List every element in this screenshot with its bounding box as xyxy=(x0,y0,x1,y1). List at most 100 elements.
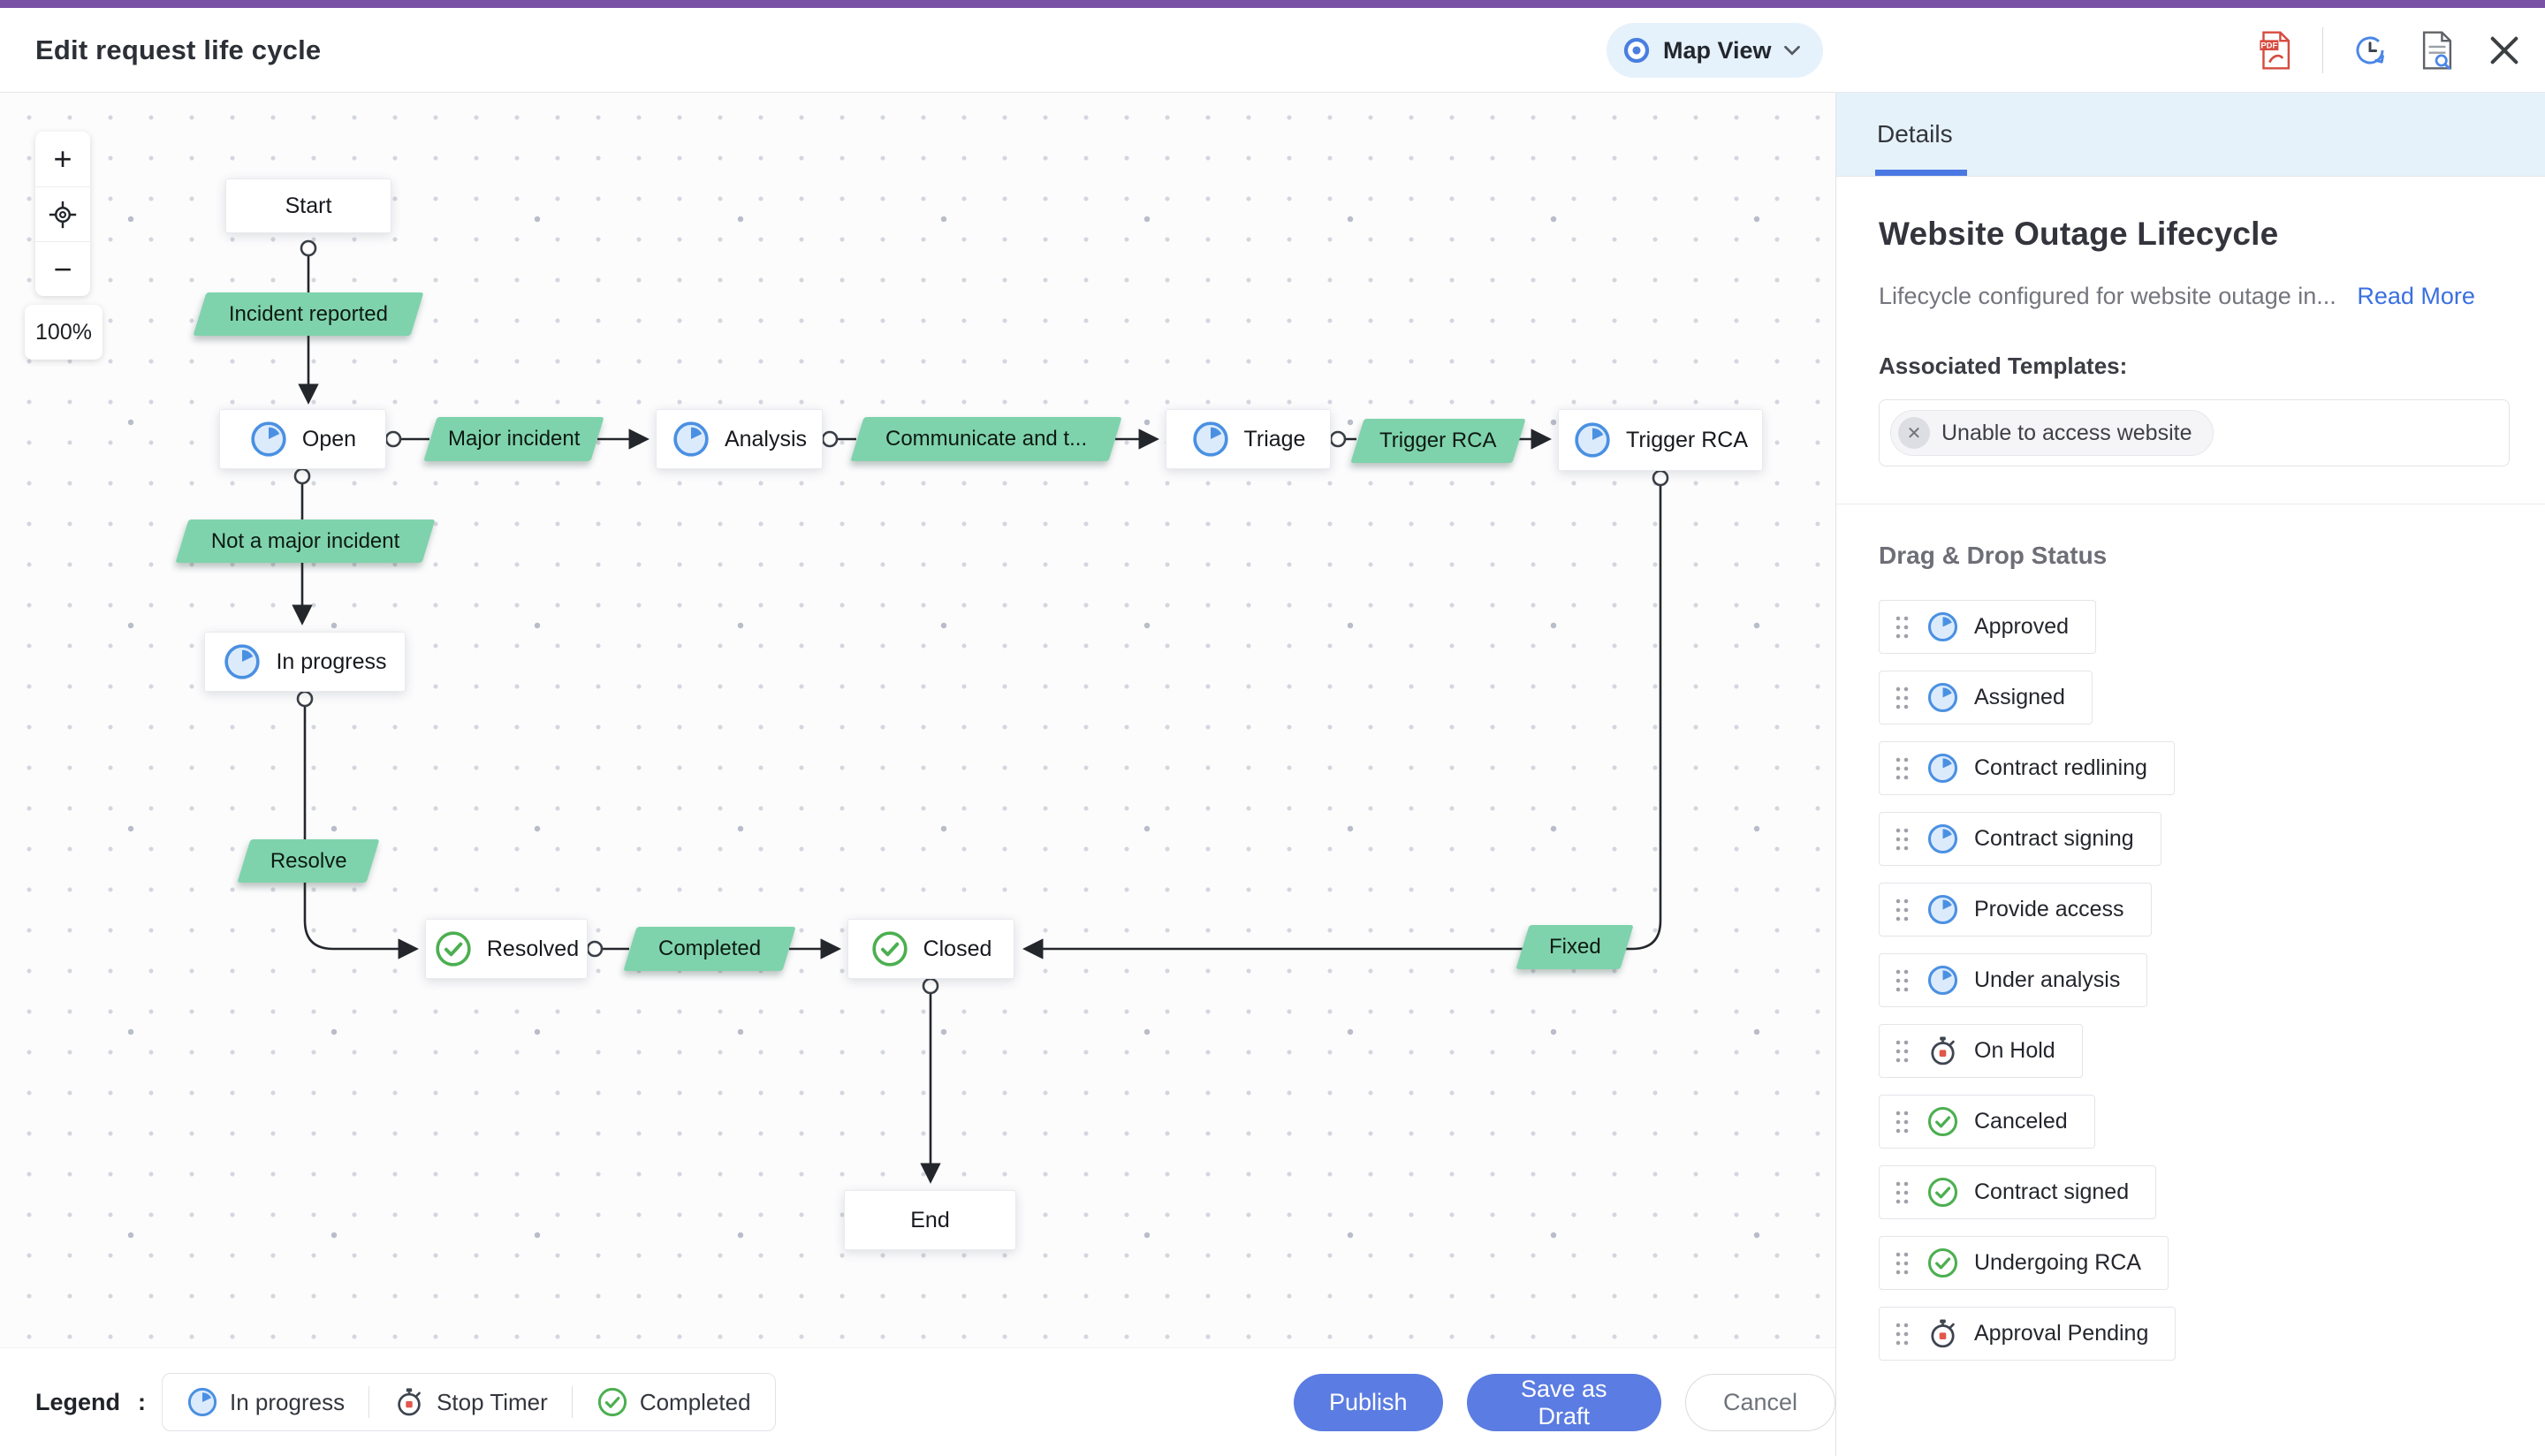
drag-handle-icon[interactable] xyxy=(1894,967,1911,994)
status-item-under-analysis[interactable]: Under analysis xyxy=(1879,953,2148,1007)
status-item-contract-signed[interactable]: Contract signed xyxy=(1879,1165,2157,1219)
flow-canvas[interactable]: Start Open Analysis Triage Trigger RCA xyxy=(0,93,1835,1347)
node-label: Start xyxy=(285,193,332,218)
flow-node-open[interactable]: Open xyxy=(219,409,386,469)
close-icon[interactable] xyxy=(2484,30,2525,71)
status-item-contract-signing[interactable]: Contract signing xyxy=(1879,812,2161,866)
associated-templates-box[interactable]: ✕ Unable to access website xyxy=(1879,399,2510,466)
map-view-label: Map View xyxy=(1663,36,1772,64)
eye-icon xyxy=(1623,37,1650,64)
status-item-contract-redlining[interactable]: Contract redlining xyxy=(1879,741,2175,795)
transition-communicate[interactable]: Communicate and t... xyxy=(850,417,1122,461)
footer-actions: Publish Save as Draft Cancel xyxy=(1294,1374,1835,1431)
in-progress-pie-icon xyxy=(1926,681,1959,714)
legend-item-in-progress: In progress xyxy=(163,1386,368,1418)
map-view-selector[interactable]: Map View xyxy=(1607,23,1823,78)
recenter-button[interactable] xyxy=(35,186,90,241)
in-progress-pie-icon xyxy=(1926,610,1959,643)
drag-handle-icon[interactable] xyxy=(1894,755,1911,782)
lifecycle-title: Website Outage Lifecycle xyxy=(1879,216,2279,252)
node-label: Resolved xyxy=(486,936,580,961)
drag-handle-icon[interactable] xyxy=(1894,897,1911,923)
associated-templates-label: Associated Templates: xyxy=(1879,353,2128,379)
document-search-icon[interactable] xyxy=(2417,30,2458,71)
in-progress-pie-icon xyxy=(672,420,710,459)
flow-connectors xyxy=(292,239,1669,1184)
in-progress-pie-icon xyxy=(186,1386,218,1418)
zoom-controls: + − xyxy=(35,132,90,296)
bottom-bar: Legend : In progress Stop Timer xyxy=(0,1347,1835,1456)
brand-accent-strip xyxy=(0,0,2545,8)
drag-handle-icon[interactable] xyxy=(1894,1109,1911,1135)
drag-handle-icon[interactable] xyxy=(1894,826,1911,853)
drag-handle-icon[interactable] xyxy=(1894,1179,1911,1206)
completed-check-icon xyxy=(1926,1105,1959,1138)
drag-drop-status-heading: Drag & Drop Status xyxy=(1879,542,2108,569)
template-chip[interactable]: ✕ Unable to access website xyxy=(1890,410,2215,456)
drag-handle-icon[interactable] xyxy=(1894,1250,1911,1277)
flow-node-triage[interactable]: Triage xyxy=(1166,409,1331,469)
cancel-button[interactable]: Cancel xyxy=(1684,1374,1835,1431)
status-item-canceled[interactable]: Canceled xyxy=(1879,1095,2095,1149)
status-item-assigned[interactable]: Assigned xyxy=(1879,671,2093,724)
legend-item-completed: Completed xyxy=(571,1386,775,1418)
tab-details[interactable]: Details xyxy=(1875,93,1967,176)
transition-major-incident[interactable]: Major incident xyxy=(423,417,604,461)
pdf-export-icon[interactable]: PDF xyxy=(2255,30,2296,71)
drag-handle-icon[interactable] xyxy=(1894,1321,1911,1347)
flow-node-closed[interactable]: Closed xyxy=(847,919,1014,979)
drag-handle-icon[interactable] xyxy=(1894,685,1911,711)
stop-timer-icon xyxy=(1926,1317,1959,1350)
legend: Legend : In progress Stop Timer xyxy=(35,1373,776,1431)
publish-button[interactable]: Publish xyxy=(1294,1374,1443,1431)
in-progress-pie-icon xyxy=(1926,964,1959,997)
transition-completed[interactable]: Completed xyxy=(623,927,796,971)
in-progress-pie-icon xyxy=(1926,823,1959,855)
zoom-in-button[interactable]: + xyxy=(53,140,72,177)
flow-node-analysis[interactable]: Analysis xyxy=(656,409,823,469)
stop-timer-icon xyxy=(1926,1035,1959,1067)
stop-timer-icon xyxy=(393,1386,425,1418)
drag-handle-icon[interactable] xyxy=(1894,614,1911,641)
drag-handle-icon[interactable] xyxy=(1894,1038,1911,1065)
chevron-down-icon xyxy=(1783,45,1800,56)
history-icon[interactable] xyxy=(2350,30,2390,71)
node-label: Triage xyxy=(1243,426,1306,451)
flow-node-trigger-rca[interactable]: Trigger RCA xyxy=(1558,409,1763,471)
status-item-undergoing-rca[interactable]: Undergoing RCA xyxy=(1879,1236,2169,1290)
panel-tabbar: Details xyxy=(1836,93,2545,177)
zoom-out-button[interactable]: − xyxy=(35,241,90,296)
status-item-on-hold[interactable]: On Hold xyxy=(1879,1024,2083,1078)
header-actions: PDF xyxy=(2255,8,2525,93)
transition-resolve[interactable]: Resolve xyxy=(237,839,380,883)
crosshair-icon xyxy=(49,201,77,228)
status-item-provide-access[interactable]: Provide access xyxy=(1879,883,2152,937)
flow-node-in-progress[interactable]: In progress xyxy=(204,632,406,692)
in-progress-pie-icon xyxy=(223,642,262,681)
status-list: Approved Assigned Contract redlining xyxy=(1879,600,2510,1361)
flow-node-start[interactable]: Start xyxy=(225,178,391,233)
flow-node-end[interactable]: End xyxy=(844,1190,1016,1250)
active-tab-underline xyxy=(1875,170,1967,176)
zoom-level-indicator: 100% xyxy=(25,305,103,360)
completed-check-icon xyxy=(596,1386,628,1418)
details-panel: Details Website Outage Lifecycle Lifecyc… xyxy=(1835,93,2545,1456)
completed-check-icon xyxy=(1926,1247,1959,1279)
header-divider xyxy=(2322,27,2323,73)
lifecycle-description: Lifecycle configured for website outage … xyxy=(1879,283,2475,309)
transition-not-a-major-incident[interactable]: Not a major incident xyxy=(175,519,436,563)
transition-incident-reported[interactable]: Incident reported xyxy=(193,292,424,336)
completed-check-icon xyxy=(870,929,909,968)
transition-trigger-rca[interactable]: Trigger RCA xyxy=(1350,419,1526,463)
flow-node-resolved[interactable]: Resolved xyxy=(425,919,588,979)
legend-label: Legend xyxy=(35,1388,121,1415)
remove-template-icon[interactable]: ✕ xyxy=(1898,417,1930,449)
node-label: Trigger RCA xyxy=(1626,427,1748,452)
in-progress-pie-icon xyxy=(1926,893,1959,926)
status-item-approval-pending[interactable]: Approval Pending xyxy=(1879,1307,2177,1361)
transition-fixed[interactable]: Fixed xyxy=(1516,925,1634,969)
status-item-approved[interactable]: Approved xyxy=(1879,600,2097,654)
save-as-draft-button[interactable]: Save as Draft xyxy=(1466,1374,1661,1431)
legend-colon: : xyxy=(138,1388,147,1415)
read-more-link[interactable]: Read More xyxy=(2357,283,2475,309)
